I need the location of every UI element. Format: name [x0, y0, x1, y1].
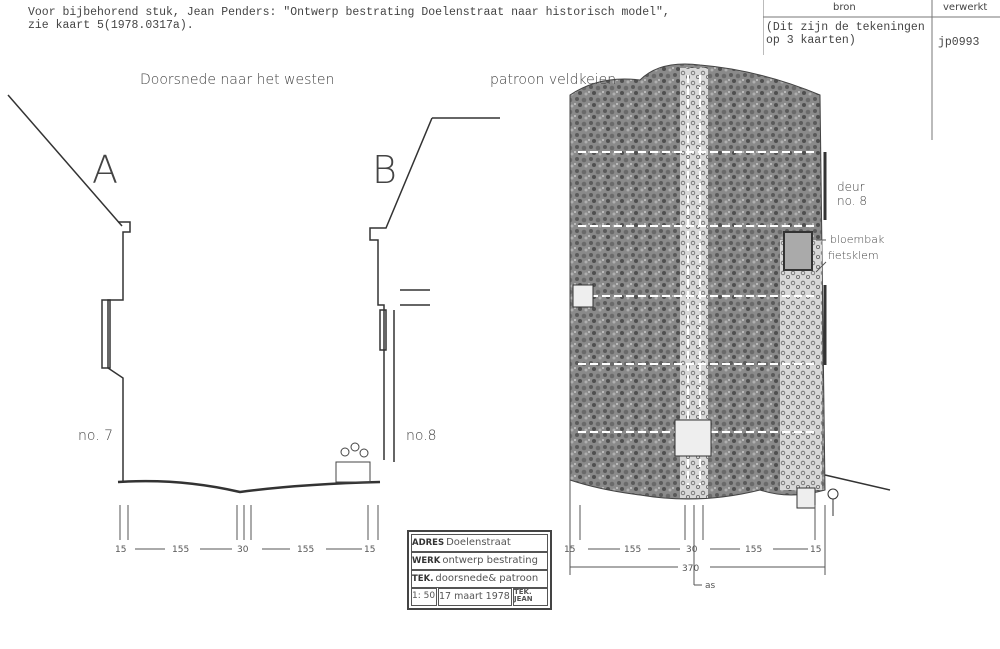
drawn-by: TEK. JEAN: [513, 588, 548, 606]
section-dim-4: 155: [297, 545, 314, 555]
section-dim-2: 155: [172, 545, 189, 555]
scale: 1: 50: [411, 588, 437, 606]
house-no-8: no.8: [406, 428, 437, 444]
bron-line-2: op 3 kaarten): [766, 34, 856, 47]
section-dimension-lines: [119, 505, 379, 550]
door-annotation: deur no. 8: [837, 180, 867, 208]
plan-dim-3: 30: [686, 545, 698, 555]
header-line-1: Voor bijbehorend stuk, Jean Penders: "On…: [28, 6, 670, 19]
door-label: deur: [837, 180, 865, 194]
adres-key: ADRES: [412, 538, 445, 548]
planter-annotation: bloembak: [830, 233, 885, 246]
tek-value: doorsnede& patroon: [435, 573, 539, 584]
plan-dim-1: 15: [564, 545, 575, 555]
bike-rack-annotation: fietsklem: [828, 249, 879, 262]
col-bron: bron: [833, 2, 856, 13]
adres-value: Doelenstraat: [446, 537, 511, 548]
plan-total: 370: [682, 564, 699, 574]
section-dim-1: 15: [115, 545, 126, 555]
house-no-7: no. 7: [78, 428, 113, 444]
werk-key: WERK: [412, 556, 441, 566]
street-profile: [117, 479, 381, 494]
label-b: B: [372, 148, 397, 192]
verwerkt-value: jp0993: [938, 36, 980, 49]
werk-value: ontwerp bestrating: [442, 555, 538, 566]
bron-value: (Dit zijn de tekeningen op 3 kaarten): [766, 21, 925, 47]
pattern-title: patroon veldkeien: [490, 72, 617, 88]
section-dim-3: 30: [237, 545, 249, 555]
section-title: Doorsnede naar het westen: [140, 72, 335, 88]
bron-line-1: (Dit zijn de tekeningen: [766, 21, 925, 34]
building-b-outline: [369, 117, 500, 462]
source-table: bron verwerkt (Dit zijn de tekeningen op…: [763, 0, 1000, 140]
col-verwerkt: verwerkt: [943, 2, 988, 13]
cobble-pattern-plan: [569, 63, 891, 516]
building-a-outline: [7, 94, 131, 482]
plan-dim-5: 15: [810, 545, 821, 555]
source-table-lines: [763, 0, 1000, 140]
plan-dim-2: 155: [624, 545, 641, 555]
tek-key: TEK.: [412, 574, 434, 584]
section-dim-5: 15: [364, 545, 375, 555]
door-number: no. 8: [837, 194, 867, 208]
bike-arrow: [815, 261, 827, 273]
planter-icon: [335, 442, 371, 483]
date: 17 maart 1978: [438, 588, 512, 606]
plan-axis-label: as: [705, 581, 716, 591]
header-note: Voor bijbehorend stuk, Jean Penders: "On…: [28, 6, 670, 32]
title-block-tek: TEK.doorsnede& patroon: [411, 570, 548, 588]
label-a: A: [92, 148, 118, 192]
plan-dimension-lines: [569, 470, 826, 586]
plan-dim-4: 155: [745, 545, 762, 555]
header-line-2: zie kaart 5(1978.0317a).: [28, 19, 194, 32]
